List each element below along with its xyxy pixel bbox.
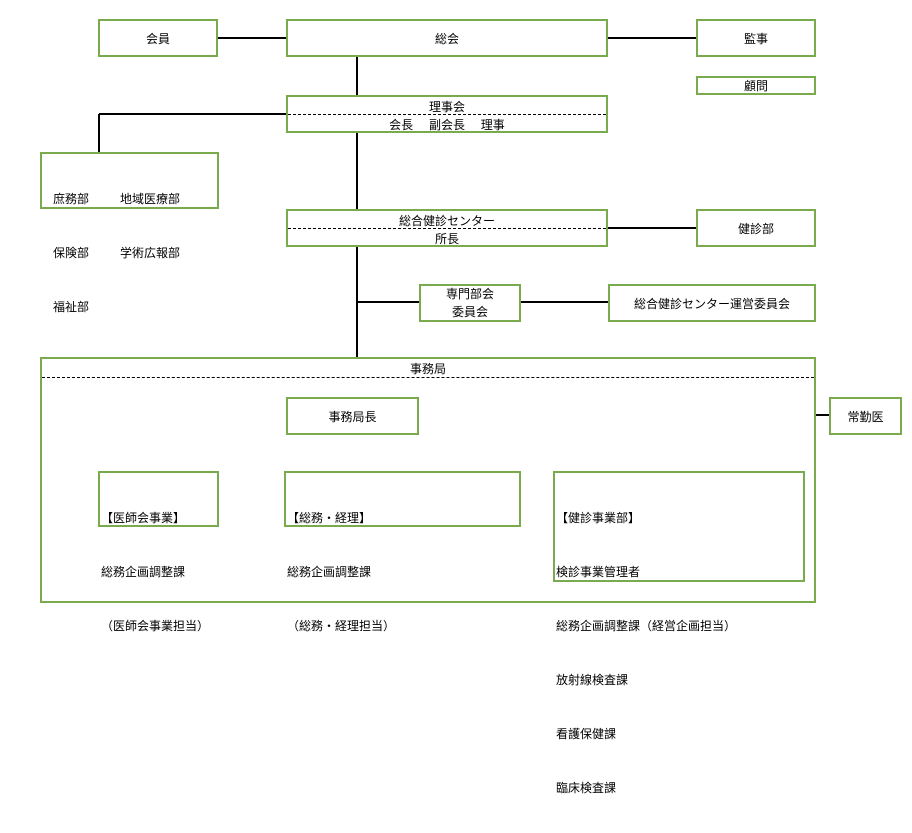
kenshinbu-box: 健診部: [696, 209, 816, 247]
jimukyokucho-label: 事務局長: [328, 409, 377, 424]
kenshin-line5: 看護保健課: [556, 727, 617, 741]
center-divider: [288, 228, 606, 229]
ishikai-heading: 【医師会事業】: [101, 511, 186, 525]
kenshin-line3: 総務企画調整課（経営企画担当）: [556, 619, 737, 633]
sokai-label: 総会: [434, 31, 459, 46]
senmon-box: 専門部会 委員会: [419, 284, 521, 322]
center-box: 総合健診センター 所長: [286, 209, 608, 247]
depts-col2: 地域医療部 学術広報部: [120, 154, 180, 298]
jimukyokucho-box: 事務局長: [286, 397, 419, 435]
komon-label: 顧問: [743, 79, 768, 93]
kenshin-heading: 【健診事業部】: [556, 511, 641, 525]
ishikai-line3: （医師会事業担当）: [101, 619, 210, 633]
dept-hoken: 保険部: [53, 246, 90, 260]
jimukyoku-divider: [42, 377, 814, 378]
somu-line3: （総務・経理担当）: [287, 619, 396, 633]
senmon-line1: 専門部会: [445, 287, 494, 301]
somu-section-text: 【総務・経理】 総務企画調整課 （総務・経理担当）: [287, 473, 395, 671]
kenshin-line6: 臨床検査課: [556, 781, 617, 795]
rijikai-members: 会長 副会長 理事: [389, 117, 505, 132]
kenshinbu-label: 健診部: [737, 221, 774, 236]
kaiin-label: 会員: [145, 31, 170, 46]
jimukyoku-title: 事務局: [409, 361, 446, 376]
senmon-line2: 委員会: [451, 305, 488, 319]
sokai-box: 総会: [286, 19, 608, 57]
dept-chiiki: 地域医療部: [120, 192, 181, 206]
kenshin-section-text: 【健診事業部】 検診事業管理者 総務企画調整課（経営企画担当） 放射線検査課 看…: [556, 473, 736, 833]
kanji-box: 監事: [696, 19, 816, 57]
depts-col1: 庶務部 保険部 福祉部: [53, 154, 89, 352]
depts-box: 庶務部 保険部 福祉部 地域医療部 学術広報部: [40, 152, 219, 314]
rijikai-box: 理事会 会長 副会長 理事: [286, 95, 608, 133]
somu-heading: 【総務・経理】: [287, 511, 372, 525]
joukin-box: 常勤医: [829, 397, 902, 435]
kenshin-line4: 放射線検査課: [556, 673, 629, 687]
unei-box: 総合健診センター運営委員会: [608, 284, 816, 322]
somu-line2: 総務企画調整課: [287, 565, 372, 579]
somu-section-box: 【総務・経理】 総務企画調整課 （総務・経理担当）: [284, 471, 521, 633]
dept-shomu: 庶務部: [53, 192, 90, 206]
joukin-label: 常勤医: [847, 409, 884, 424]
ishikai-section-box: 【医師会事業】 総務企画調整課 （医師会事業担当）: [98, 471, 219, 633]
kenshin-section-box: 【健診事業部】 検診事業管理者 総務企画調整課（経営企画担当） 放射線検査課 看…: [553, 471, 805, 795]
rijikai-title: 理事会: [428, 99, 465, 114]
ishikai-line2: 総務企画調整課: [101, 565, 186, 579]
kaiin-box: 会員: [98, 19, 218, 57]
ishikai-section-text: 【医師会事業】 総務企画調整課 （医師会事業担当）: [101, 473, 209, 671]
dept-gakujutsu: 学術広報部: [120, 246, 181, 260]
center-title: 総合健診センター: [398, 213, 495, 228]
kanji-label: 監事: [743, 31, 768, 46]
komon-box: 顧問: [696, 76, 816, 95]
rijikai-divider: [288, 114, 606, 115]
unei-label: 総合健診センター運営委員会: [633, 296, 790, 311]
dept-fukushi: 福祉部: [53, 300, 90, 314]
kenshin-line2: 検診事業管理者: [556, 565, 641, 579]
center-head: 所長: [434, 231, 459, 246]
